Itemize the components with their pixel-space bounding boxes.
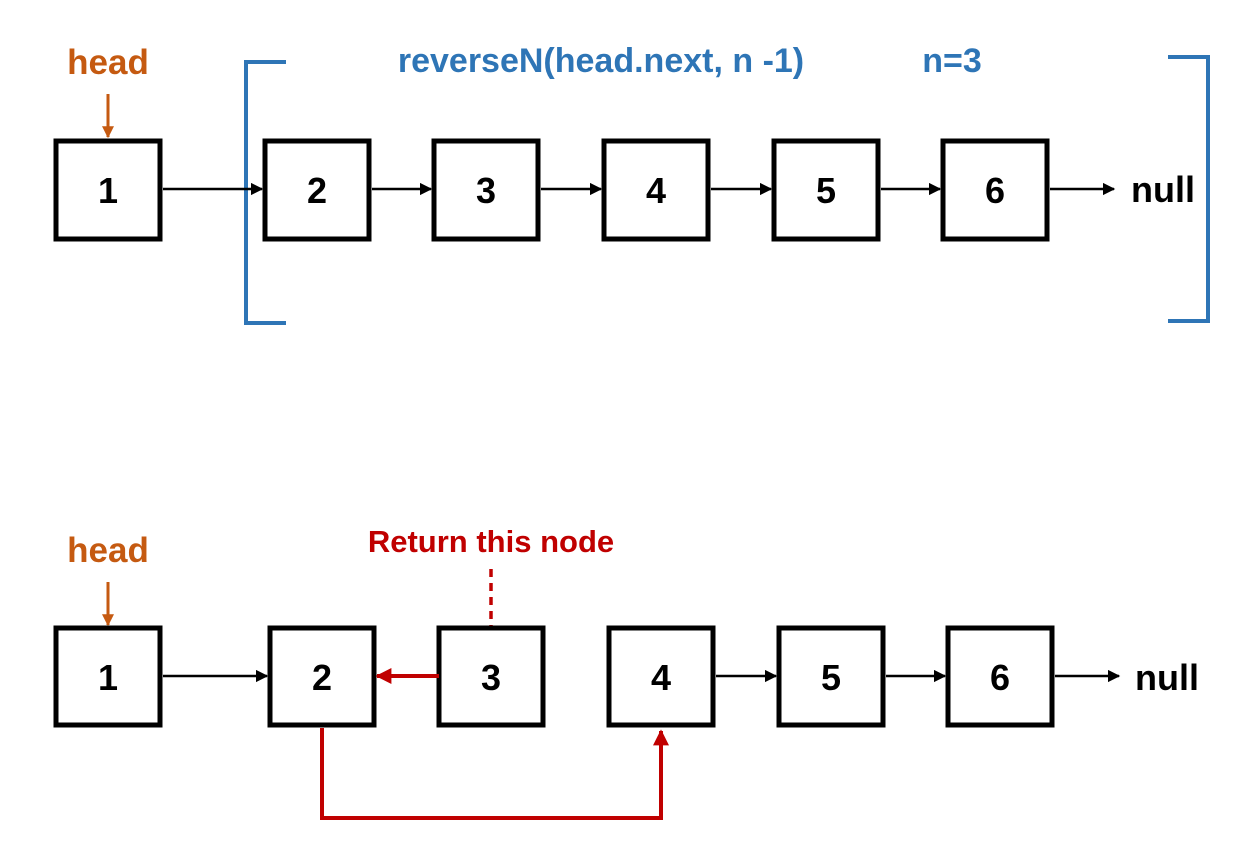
bottom-arrow-2-to-4 [320,728,669,820]
bottom-node-6-box [945,625,1055,728]
bottom-node-6: 6 [945,625,1055,728]
bottom-node-3: 3 [436,625,546,728]
top-node-2-value: 2 [307,170,327,211]
top-node-1-value: 1 [98,170,118,211]
top-head-label: head [67,43,149,82]
bottom-diagram: head Return this node 1 2 3 4 5 [53,524,1199,820]
top-node-6-value: 6 [985,170,1005,211]
top-recursive-call-label: reverseN(head.next, n -1) [398,42,804,80]
top-left-bracket [244,60,286,325]
top-node-1: 1 [53,138,163,242]
top-node-4-box [601,138,711,242]
top-node-6-box [940,138,1050,242]
top-node-5-box [771,138,881,242]
top-right-bracket [1168,55,1210,323]
bottom-null-label: null [1135,657,1199,698]
bottom-node-5: 5 [776,625,886,728]
bottom-head-label: head [67,531,149,570]
bottom-node-1-box [53,625,163,728]
bottom-node-2-value: 2 [312,657,332,698]
top-node-2-box [262,138,372,242]
top-diagram: head reverseN(head.next, n -1) n=3 1 2 3… [53,42,1210,325]
top-node-3-box [431,138,541,242]
top-node-3: 3 [431,138,541,242]
bottom-node-1-value: 1 [98,657,118,698]
top-node-5: 5 [771,138,881,242]
top-node-5-value: 5 [816,170,836,211]
top-null-label: null [1131,169,1195,210]
top-node-6: 6 [940,138,1050,242]
bottom-node-3-box [436,625,546,728]
top-node-3-value: 3 [476,170,496,211]
bottom-node-4-box [606,625,716,728]
bottom-node-2-box [267,625,377,728]
bottom-node-5-box [776,625,886,728]
bottom-return-label: Return this node [368,524,614,559]
bottom-node-4-value: 4 [651,657,671,698]
bottom-node-4: 4 [606,625,716,728]
bottom-node-5-value: 5 [821,657,841,698]
bottom-node-1: 1 [53,625,163,728]
top-node-2: 2 [262,138,372,242]
top-node-4: 4 [601,138,711,242]
bottom-node-6-value: 6 [990,657,1010,698]
top-node-1-box [53,138,163,242]
top-n-label: n=3 [922,42,982,80]
top-node-4-value: 4 [646,170,666,211]
bottom-node-2: 2 [267,625,377,728]
bottom-node-3-value: 3 [481,657,501,698]
